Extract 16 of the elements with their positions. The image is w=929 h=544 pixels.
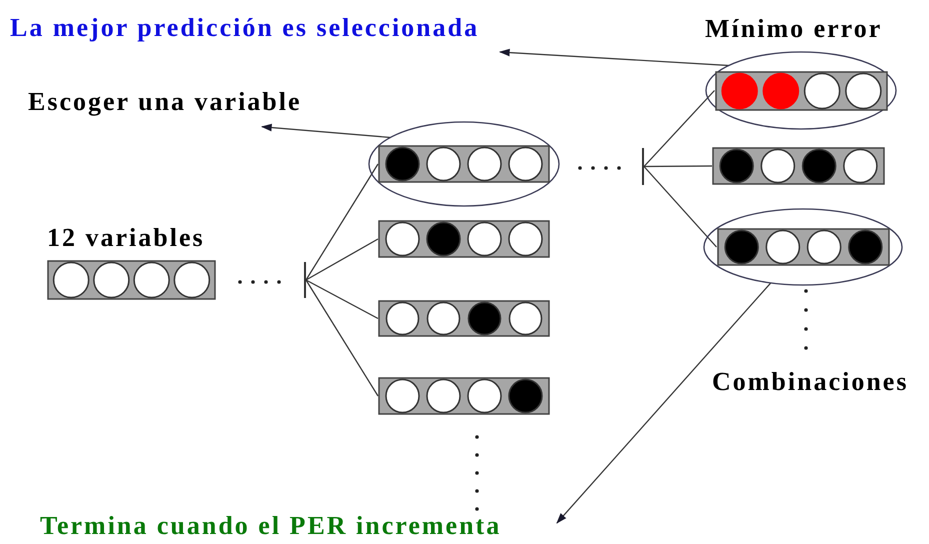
arrow [556, 282, 772, 524]
arrow [260, 124, 390, 138]
text-label: Escoger una variable [28, 87, 302, 116]
text-label: La mejor predicción es seleccionada [10, 13, 480, 42]
connector-line [306, 164, 378, 280]
text-label: Termina cuando el PER incrementa [40, 511, 502, 540]
text-label: 12 variables [47, 222, 205, 254]
connector-line [306, 279, 378, 320]
arrow [498, 48, 729, 66]
text-label: Combinaciones [712, 366, 908, 398]
connector-line [644, 165, 712, 168]
connector-line [306, 280, 378, 396]
text-label: Mínimo error [705, 13, 882, 45]
connector-line [644, 90, 715, 167]
connector-line [644, 166, 717, 248]
connector-line [306, 238, 378, 281]
